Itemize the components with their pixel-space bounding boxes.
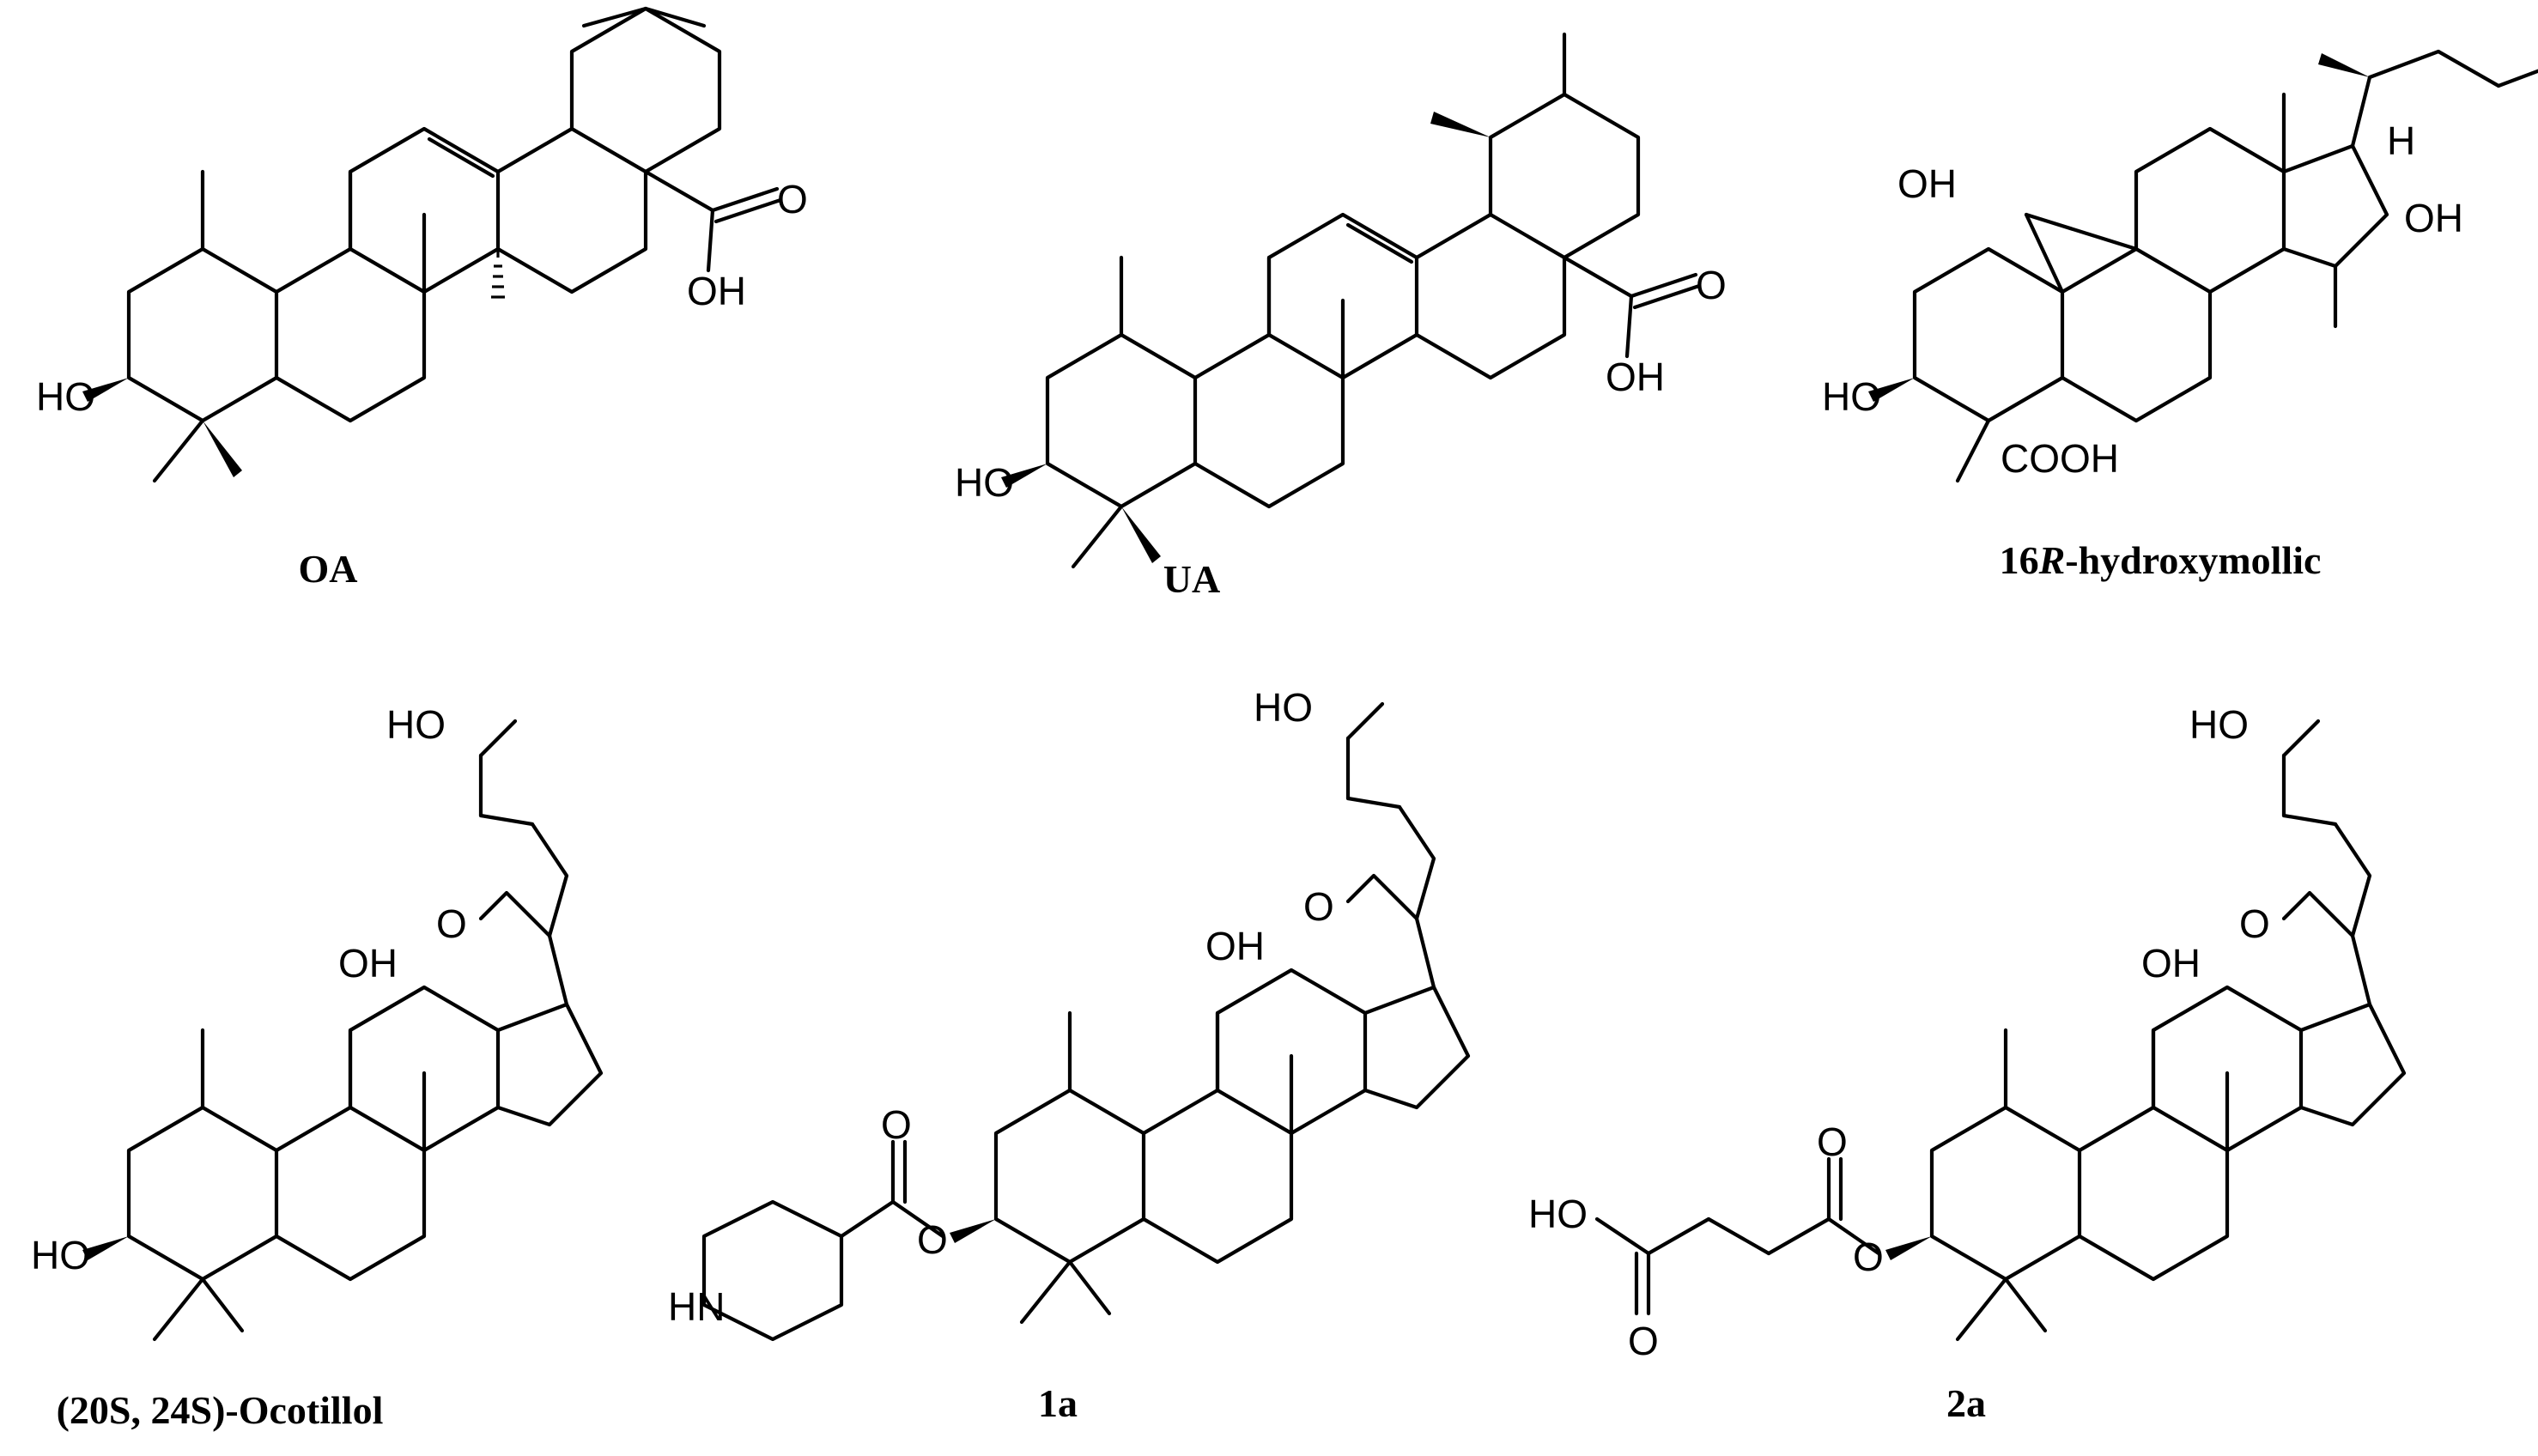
caption-ocotillol: (20S, 24S)-Ocotillol	[57, 1388, 384, 1432]
atom-label-oh: OH	[1606, 355, 1665, 399]
caption-ua: UA	[1163, 557, 1220, 601]
structure-ua: HO OH O	[955, 32, 1727, 569]
atom-label-ho: HO	[1528, 1192, 1588, 1236]
atom-label-o: O	[777, 177, 808, 221]
atom-label-ho: HO	[1254, 685, 1313, 730]
atom-label-cooh: COOH	[2001, 436, 2119, 481]
atom-label-ho: HO	[386, 702, 446, 747]
atom-label-o: O	[1628, 1319, 1659, 1363]
atom-label-o: O	[2239, 901, 2270, 946]
atom-label-o: O	[1696, 263, 1727, 307]
atom-label-oh: OH	[1897, 161, 1957, 206]
caption-1a: 1a	[1038, 1381, 1078, 1425]
atom-label-ho: HO	[1822, 374, 1881, 419]
atom-label-oh: OH	[1205, 924, 1265, 968]
caption-16r-hydroxymollic: 16R-hydroxymollic	[2000, 538, 2322, 582]
atom-label-o: O	[1817, 1119, 1848, 1164]
structure-ocotillol: HO OH O HO	[31, 702, 604, 1342]
atom-label-ho: HO	[955, 460, 1014, 505]
atom-label-h: H	[2387, 118, 2415, 163]
caption-16r-letter: R	[2038, 538, 2066, 582]
caption-16r-name: -hydroxymollic	[2065, 538, 2321, 582]
structure-16r-hydroxymollic: HO OH OH H COOH	[1822, 49, 2538, 483]
atom-label-oh: OH	[338, 941, 398, 986]
atom-label-o: O	[436, 901, 467, 946]
atom-label-o: O	[1303, 884, 1334, 929]
atom-label-ho: HO	[36, 374, 95, 419]
atom-label-oh: OH	[2404, 196, 2463, 240]
atom-label-o: O	[917, 1217, 948, 1262]
caption-16r-number: 16	[2000, 538, 2039, 582]
atom-label-hn: HN	[668, 1284, 725, 1329]
caption-oa: OA	[299, 547, 358, 591]
structure-2a: O O HO O OH O HO	[1528, 702, 2407, 1363]
structure-1a: O O HN OH O HO	[668, 685, 1471, 1342]
atom-label-o: O	[1853, 1235, 1884, 1279]
atom-label-o: O	[881, 1102, 912, 1147]
atom-label-ho: HO	[31, 1233, 90, 1277]
atom-label-oh: OH	[687, 269, 746, 313]
structure-oa: HO OH O	[36, 6, 808, 483]
caption-2a: 2a	[1946, 1381, 1986, 1425]
atom-label-ho: HO	[2189, 702, 2249, 747]
atom-label-oh: OH	[2141, 941, 2201, 986]
